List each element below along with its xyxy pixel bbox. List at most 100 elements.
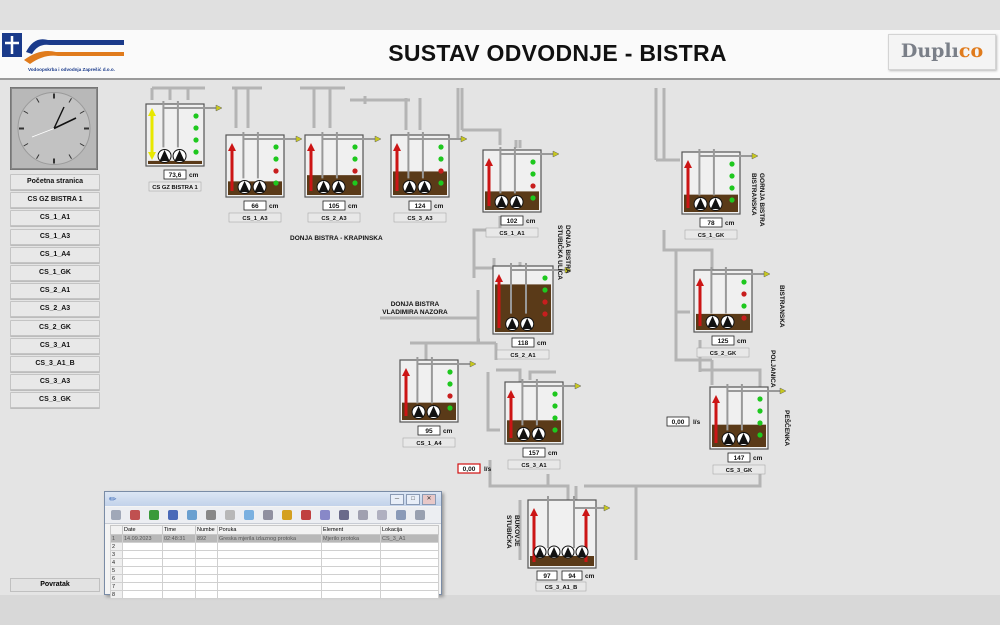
back-button[interactable]: Povratak (10, 578, 100, 592)
toolbar-button-icon[interactable] (377, 510, 387, 520)
nav-button[interactable]: CS_3_GK (10, 392, 100, 409)
column-header[interactable]: Time (162, 525, 196, 535)
map-label: DONJA BISTRA (564, 225, 571, 274)
toolbar-button-icon[interactable] (168, 510, 178, 520)
table-row[interactable]: 2 (110, 542, 439, 551)
column-header[interactable]: Numbe (195, 525, 218, 535)
table-cell (321, 582, 381, 591)
minimize-icon[interactable]: ─ (390, 494, 404, 505)
table-cell (162, 566, 196, 575)
map-label: VLADIMIRA NAZORA (382, 309, 448, 316)
toolbar-button-icon[interactable] (339, 510, 349, 520)
table-cell (380, 590, 439, 599)
status-led-icon (273, 156, 279, 162)
table-row[interactable]: 3 (110, 550, 439, 559)
station-name-plate[interactable] (696, 347, 750, 358)
maximize-icon[interactable]: □ (406, 494, 420, 505)
status-led-icon (193, 113, 199, 119)
table-cell (195, 566, 218, 575)
pump-triangle (535, 547, 545, 557)
station-name-plate[interactable] (507, 459, 561, 470)
status-led-icon (438, 168, 444, 174)
station-name-plate[interactable] (496, 349, 550, 360)
station-name-plate[interactable] (148, 181, 202, 192)
toolbar-button-icon[interactable] (130, 510, 140, 520)
station-name-plate[interactable] (402, 437, 456, 448)
level-value: 147 (734, 455, 745, 462)
nav-button[interactable]: CS_2_A3 (10, 301, 100, 318)
toolbar-button-icon[interactable] (187, 510, 197, 520)
level-unit: cm (526, 218, 536, 225)
nav-button[interactable]: CS_2_GK (10, 319, 100, 336)
table-row[interactable]: 7 (110, 582, 439, 591)
toolbar-button-icon[interactable] (301, 510, 311, 520)
nav-button[interactable]: CS_3_A1 (10, 337, 100, 354)
level-unit: cm (585, 573, 595, 580)
nav-button[interactable]: CS_3_A3 (10, 374, 100, 391)
station-name-plate[interactable] (307, 212, 361, 223)
nav-button[interactable]: CS_1_GK (10, 265, 100, 281)
level-value: 124 (415, 203, 426, 210)
column-header[interactable]: Poruka (217, 525, 322, 535)
pump-triangle (577, 547, 587, 557)
pump-triangle (707, 316, 718, 327)
status-led-icon (530, 195, 536, 201)
toolbar-button-icon[interactable] (320, 510, 330, 520)
logo-swoosh-orange (24, 51, 124, 64)
clock-tick (23, 110, 29, 114)
toolbar-button-icon[interactable] (415, 510, 425, 520)
close-icon[interactable]: ✕ (422, 494, 436, 505)
nav-button[interactable]: CS_1_A3 (10, 228, 100, 245)
nav-button[interactable]: CS GZ BISTRA 1 (10, 192, 100, 209)
level-unit: cm (548, 450, 558, 457)
table-row[interactable]: 8 (110, 590, 439, 599)
level-arrow-icon (148, 108, 156, 116)
level-arrow-icon (530, 508, 538, 516)
station-name-plate[interactable] (393, 212, 447, 223)
alarm-window-titlebar[interactable]: ✏ ─ □ ✕ (105, 492, 441, 506)
toolbar-button-icon[interactable] (111, 510, 121, 520)
toolbar-button-icon[interactable] (206, 510, 216, 520)
toolbar-button-icon[interactable] (263, 510, 273, 520)
station-name-plate[interactable] (485, 227, 539, 238)
table-row[interactable]: 4 (110, 558, 439, 567)
station-name-plate[interactable] (228, 212, 282, 223)
column-header[interactable]: Lokacija (380, 525, 439, 535)
nav-button[interactable]: CS_1_A1 (10, 210, 100, 227)
table-row[interactable]: 5 (110, 566, 439, 575)
station-name-plate[interactable] (712, 464, 766, 475)
nav-button[interactable]: Početna stranica (10, 174, 100, 190)
level-value-box (711, 335, 735, 346)
toolbar-button-icon[interactable] (225, 510, 235, 520)
outflow-arrow-icon (751, 152, 759, 160)
toolbar-button-icon[interactable] (396, 510, 406, 520)
pump-triangle (404, 181, 415, 192)
column-header[interactable]: Date (122, 525, 163, 535)
station-name-plate[interactable] (684, 229, 738, 240)
toolbar-button-icon[interactable] (149, 510, 159, 520)
nav-button[interactable]: CS_2_A1 (10, 283, 100, 300)
pump-triangle (318, 181, 329, 192)
table-row[interactable]: 6 (110, 574, 439, 583)
toolbar-button-icon[interactable] (358, 510, 368, 520)
station-name-plate[interactable] (535, 581, 587, 592)
nav-button[interactable]: CS_1_A4 (10, 246, 100, 263)
toolbar-button-icon[interactable] (244, 510, 254, 520)
column-header[interactable]: Element (321, 525, 381, 535)
toolbar-button-icon[interactable] (282, 510, 292, 520)
nav-button[interactable]: CS_3_A1_B (10, 356, 100, 372)
